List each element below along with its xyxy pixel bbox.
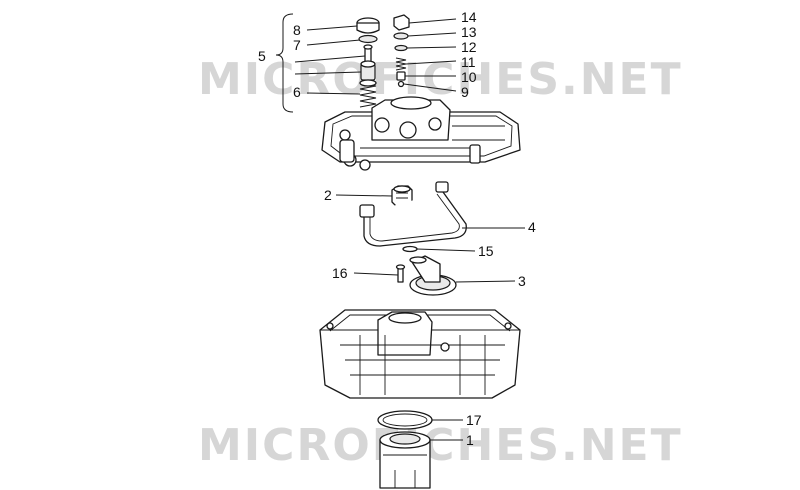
part-pin	[363, 44, 373, 64]
callout-13: 13	[461, 24, 477, 40]
callout-4: 4	[528, 219, 536, 235]
callout-11: 11	[461, 54, 476, 70]
callout-17: 17	[466, 412, 482, 428]
part-14-plug	[393, 14, 410, 31]
part-6-spring	[359, 79, 377, 108]
callout-1: 1	[466, 432, 474, 448]
callout-15: 15	[478, 243, 494, 259]
callout-2: 2	[324, 187, 332, 203]
part-8-cap	[356, 17, 380, 34]
part-9-ball	[397, 80, 405, 88]
callout-5: 5	[258, 48, 266, 64]
leader-lines	[294, 18, 525, 441]
part-15-oring	[402, 245, 418, 253]
callout-9: 9	[461, 84, 469, 100]
oil-sump	[319, 309, 521, 399]
bracket-5	[275, 13, 294, 113]
callout-12: 12	[461, 39, 477, 55]
callout-14: 14	[461, 9, 477, 25]
part-7-seal	[358, 34, 378, 44]
part-17-gasket	[377, 410, 433, 430]
callout-10: 10	[461, 69, 477, 85]
part-4-pipe	[359, 181, 467, 247]
callout-7: 7	[293, 37, 301, 53]
callout-6: 6	[293, 84, 301, 100]
part-16-bolt	[395, 264, 406, 283]
part-11-spring	[395, 57, 407, 71]
upper-housing	[321, 96, 521, 171]
part-3-strainer	[409, 255, 457, 296]
part-sleeve	[360, 60, 376, 81]
part-1-oil-filter	[379, 431, 431, 489]
callout-8: 8	[293, 22, 301, 38]
callout-16: 16	[332, 265, 348, 281]
part-10-piston	[396, 71, 406, 81]
watermark-bottom: MICROFICHES.NET	[198, 420, 683, 471]
part-12-washer	[394, 44, 408, 52]
part-13-washer	[393, 32, 409, 40]
callout-3: 3	[518, 273, 526, 289]
